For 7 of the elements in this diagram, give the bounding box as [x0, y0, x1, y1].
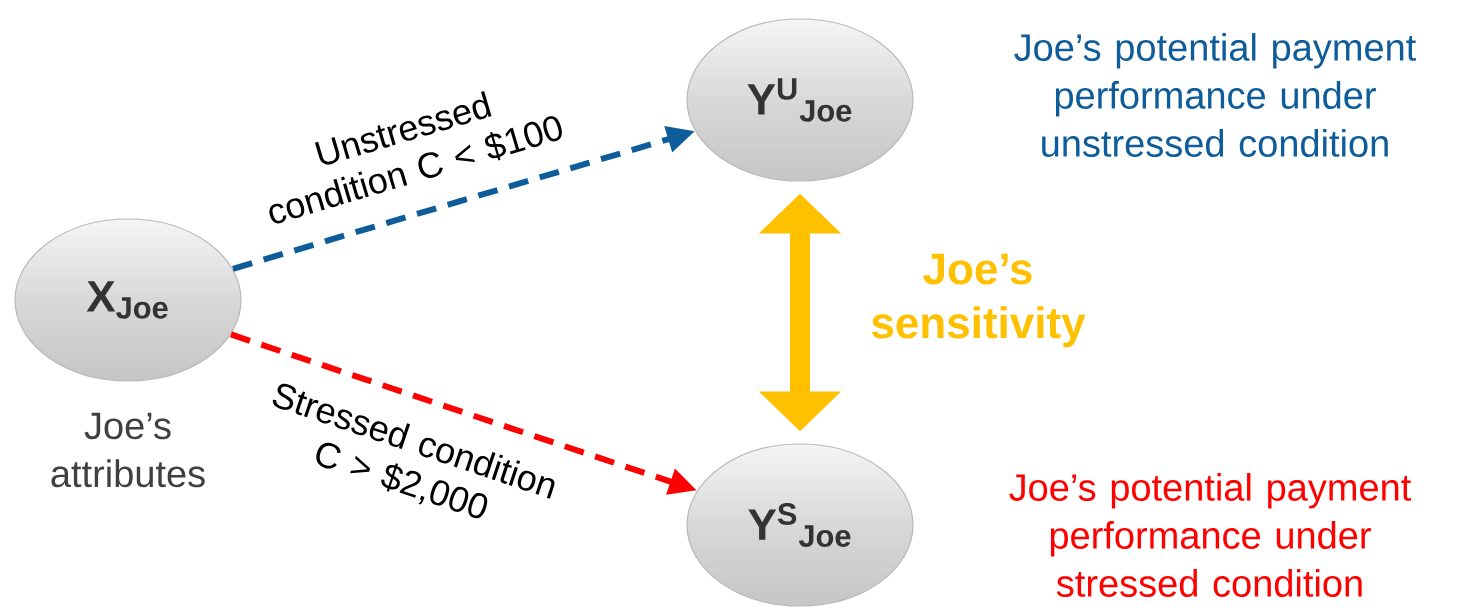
- ellipse-node: Y$^{U}$Joe: [686, 18, 914, 182]
- ellipse-node: Y$^{S}$Joe: [686, 443, 914, 607]
- edge-label: Joe’s sensitivity: [871, 253, 1086, 348]
- description-text: Joe’s attributes: [51, 412, 205, 488]
- description-text: Joe’s potential payment performance under unstressed condition: [1014, 33, 1417, 157]
- description-text: Joe’s potential payment performance under stressed condition: [1009, 473, 1412, 597]
- ellipse-node: X$_{Joe}$: [14, 218, 242, 382]
